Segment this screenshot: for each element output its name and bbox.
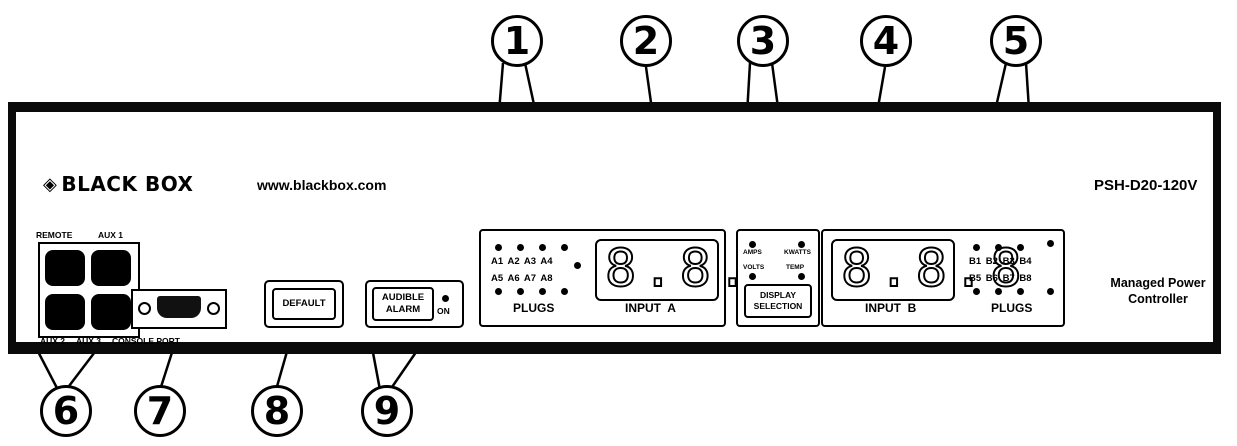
plug-labels-b-top: B1 B2 B3 B4 bbox=[969, 256, 1032, 267]
plug-labels-a-top: A1 A2 A3 A4 bbox=[491, 256, 553, 267]
plug-led-a8 bbox=[561, 288, 568, 295]
screw-icon bbox=[138, 302, 151, 315]
plug-label: B6 bbox=[985, 273, 998, 284]
amps-label: AMPS bbox=[743, 249, 762, 256]
rj-port-block bbox=[38, 242, 140, 338]
aux3-port[interactable] bbox=[91, 294, 131, 330]
input-b-digits: 8.8.8 bbox=[840, 239, 1028, 299]
callout-9: 9 bbox=[361, 385, 413, 437]
input-a-display: 8.8.8 bbox=[595, 239, 787, 301]
temp-label: TEMP bbox=[786, 264, 805, 271]
amps-led bbox=[749, 241, 756, 248]
display-selection-button[interactable]: DISPLAY SELECTION bbox=[744, 284, 812, 318]
plug-led-a4 bbox=[561, 244, 568, 251]
plug-led-b8 bbox=[1047, 288, 1054, 295]
plug-label: A6 bbox=[507, 273, 520, 284]
plug-led-a1 bbox=[495, 244, 502, 251]
plug-led-b1 bbox=[973, 244, 980, 251]
device-chassis: ◈ BLACK BOX www.blackbox.com PSH-D20-120… bbox=[8, 102, 1221, 354]
callout-6: 6 bbox=[40, 385, 92, 437]
plugs-label-b: PLUGS bbox=[991, 301, 1033, 315]
alarm-label-line-2: ALARM bbox=[385, 304, 421, 315]
input-a-panel: A1 A2 A3 A4 A5 A6 A7 A8 PLUGS 8.8.8 INPU… bbox=[479, 229, 787, 327]
console-port[interactable] bbox=[131, 289, 227, 329]
brand-logo: ◈ BLACK BOX bbox=[43, 172, 193, 196]
plug-labels-b-bottom: B5 B6 B7 B8 bbox=[969, 273, 1032, 284]
display-selection-line-1: DISPLAY bbox=[759, 290, 797, 300]
alarm-on-label: ON bbox=[437, 306, 450, 316]
callout-5: 5 bbox=[990, 15, 1042, 67]
alarm-led bbox=[442, 295, 449, 302]
aux2-port[interactable] bbox=[45, 294, 85, 330]
callout-4: 4 bbox=[860, 15, 912, 67]
plug-label: B3 bbox=[1002, 256, 1015, 267]
plug-led-b6 bbox=[995, 288, 1002, 295]
default-button-frame: DEFAULT bbox=[264, 280, 344, 328]
plug-label: A2 bbox=[507, 256, 520, 267]
plug-led-b-extra bbox=[1047, 240, 1054, 247]
aux1-port-label: AUX 1 bbox=[98, 230, 124, 240]
callout-2: 2 bbox=[620, 15, 672, 67]
callout-8: 8 bbox=[251, 385, 303, 437]
model-number: PSH-D20-120V bbox=[1094, 177, 1198, 194]
plug-led-a2 bbox=[517, 244, 524, 251]
plug-led-b2 bbox=[995, 244, 1002, 251]
kwatts-label: KWATTS bbox=[784, 249, 811, 256]
plug-led-b3 bbox=[1017, 244, 1024, 251]
alarm-label-line-1: AUDIBLE bbox=[381, 292, 425, 303]
front-panel: ◈ BLACK BOX www.blackbox.com PSH-D20-120… bbox=[16, 112, 1213, 346]
input-b-label: INPUT B bbox=[865, 301, 917, 315]
product-name-line-2: Controller bbox=[1128, 292, 1188, 306]
aux3-port-label: AUX 3 bbox=[76, 336, 102, 346]
temp-led bbox=[798, 273, 805, 280]
plug-led-a6 bbox=[517, 288, 524, 295]
plug-label: A7 bbox=[523, 273, 537, 284]
plug-label: B5 bbox=[969, 273, 982, 284]
remote-port[interactable] bbox=[45, 250, 85, 286]
brand-name: BLACK BOX bbox=[61, 172, 194, 196]
plug-label: B1 bbox=[969, 256, 982, 267]
diamond-logo-icon: ◈ bbox=[43, 173, 58, 195]
plug-label: B8 bbox=[1019, 273, 1032, 284]
plug-labels-a-bottom: A5 A6 A7 A8 bbox=[491, 273, 553, 284]
plug-label: B4 bbox=[1019, 256, 1032, 267]
plug-label: B2 bbox=[985, 256, 998, 267]
input-b-panel: 8.8.8 INPUT B B1 B2 B3 B4 B5 B6 B7 B8 bbox=[821, 229, 1065, 327]
plug-led-a5 bbox=[495, 288, 502, 295]
screw-icon bbox=[207, 302, 220, 315]
plug-label: A8 bbox=[540, 273, 553, 284]
volts-led bbox=[749, 273, 756, 280]
website-url: www.blackbox.com bbox=[257, 177, 387, 193]
product-name-line-1: Managed Power bbox=[1110, 276, 1206, 290]
callout-3: 3 bbox=[737, 15, 789, 67]
plug-label: B7 bbox=[1002, 273, 1015, 284]
plug-led-a7 bbox=[539, 288, 546, 295]
kwatts-led bbox=[798, 241, 805, 248]
callout-7: 7 bbox=[134, 385, 186, 437]
console-port-label: CONSOLE PORT bbox=[112, 336, 181, 346]
input-b-display: 8.8.8 bbox=[831, 239, 1023, 301]
plug-led-b7 bbox=[1017, 288, 1024, 295]
display-selection-line-2: SELECTION bbox=[753, 301, 803, 311]
plug-led-a3 bbox=[539, 244, 546, 251]
aux1-port[interactable] bbox=[91, 250, 131, 286]
plug-led-a-extra bbox=[574, 262, 581, 269]
aux2-port-label: AUX 2 bbox=[40, 336, 66, 346]
plug-label: A4 bbox=[540, 256, 553, 267]
plug-label: A1 bbox=[491, 256, 504, 267]
plug-led-b5 bbox=[973, 288, 980, 295]
plug-label: A5 bbox=[491, 273, 504, 284]
audible-alarm-button[interactable]: AUDIBLE ALARM bbox=[372, 287, 434, 321]
callout-1: 1 bbox=[491, 15, 543, 67]
volts-label: VOLTS bbox=[743, 264, 765, 271]
default-button[interactable]: DEFAULT bbox=[272, 288, 336, 320]
input-a-label: INPUT A bbox=[625, 301, 676, 315]
audible-alarm-frame: AUDIBLE ALARM ON bbox=[365, 280, 464, 328]
plugs-label-a: PLUGS bbox=[513, 301, 555, 315]
product-name: Managed Power Controller bbox=[1098, 275, 1218, 307]
display-selection-panel: AMPS KWATTS VOLTS TEMP DISPLAY SELECTION bbox=[736, 229, 820, 327]
remote-port-label: REMOTE bbox=[36, 230, 73, 240]
db9-connector-icon bbox=[157, 296, 201, 318]
plug-label: A3 bbox=[523, 256, 537, 267]
